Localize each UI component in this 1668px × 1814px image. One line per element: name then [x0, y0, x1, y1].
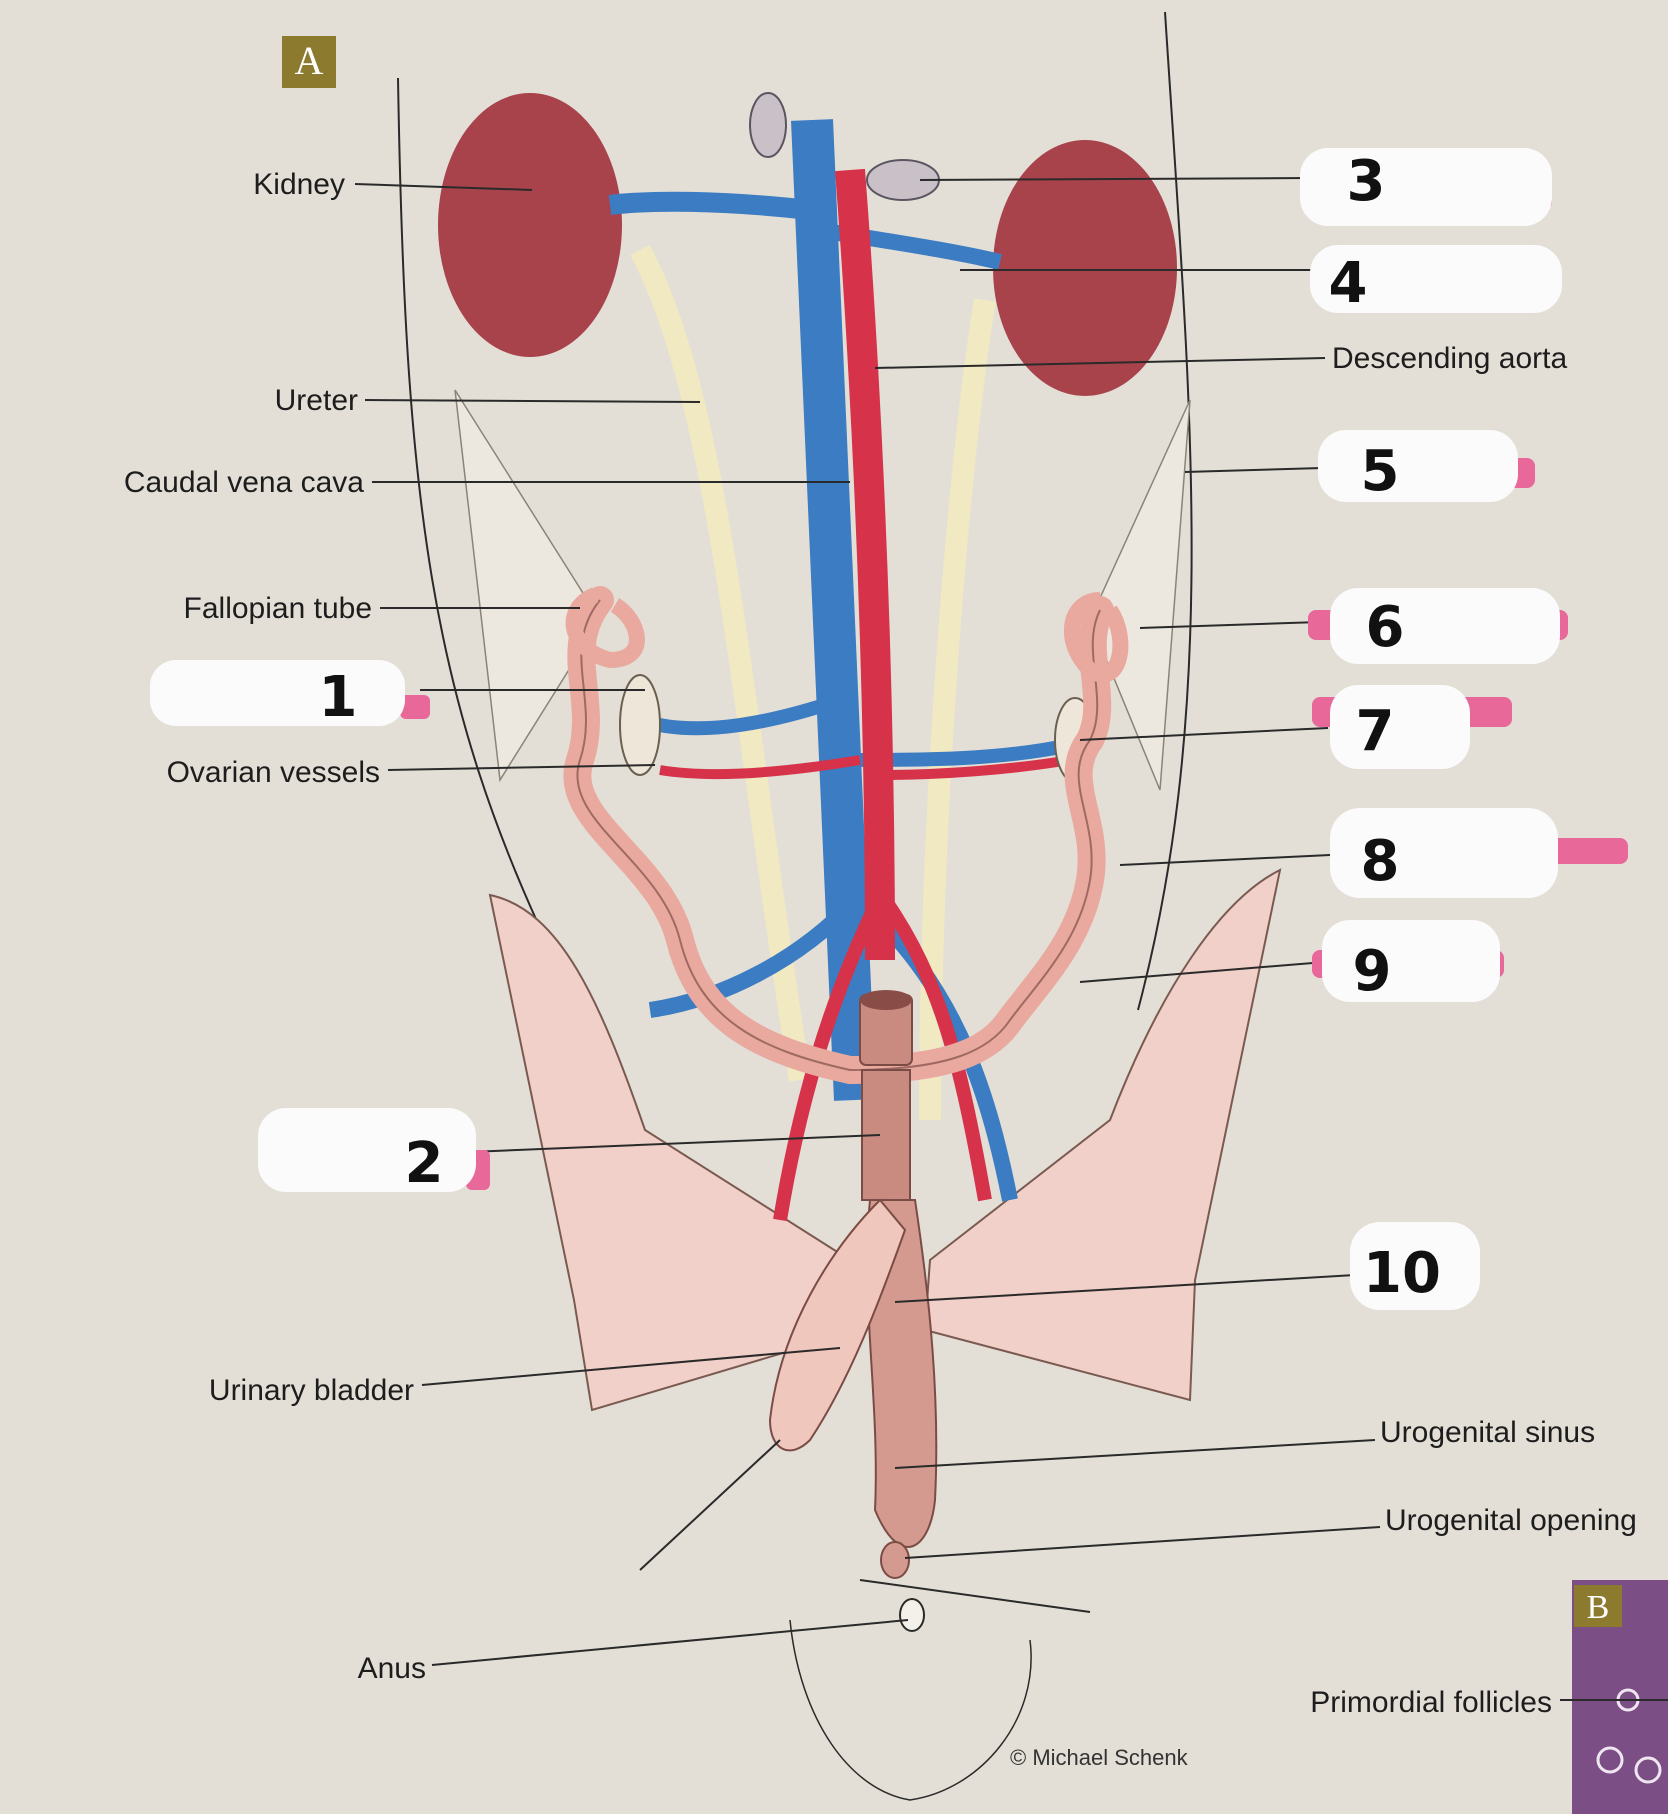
ovarian-artery-left — [659, 755, 861, 780]
pelvic-edge — [859, 1579, 1091, 1613]
mask-9 — [1322, 920, 1500, 1002]
pelvis-right — [923, 868, 1282, 1402]
leader-urogenital-sinus — [894, 1439, 1376, 1469]
copyright-text: © Michael Schenk — [1010, 1745, 1189, 1770]
iliac-vein-left — [648, 894, 861, 1018]
number-1: 1 — [319, 665, 358, 730]
urogenital-opening-shape — [880, 1541, 910, 1579]
renal-vein-left — [608, 191, 812, 220]
mask-3 — [1300, 148, 1552, 226]
fallopian-tube-left — [565, 587, 645, 669]
panel-a-letter: A — [295, 38, 324, 83]
cervix-opening — [860, 990, 912, 1010]
body-outline-left — [397, 77, 556, 961]
anus-shape — [899, 1598, 925, 1632]
mask-8 — [1330, 808, 1558, 898]
label-ureter: Ureter — [275, 384, 358, 417]
descending-aorta — [835, 168, 895, 961]
leader-anus — [431, 1619, 909, 1666]
fallopian-tube-right — [1064, 592, 1129, 683]
ureter-left — [630, 244, 811, 1082]
number-7: 7 — [1356, 699, 1395, 764]
label-urogenital-sinus: Urogenital sinus — [1380, 1416, 1595, 1449]
mask-4 — [1310, 245, 1562, 313]
caudal-vena-cava — [791, 119, 876, 1102]
urinary-bladder-shape — [768, 1198, 907, 1452]
follicle-2 — [1634, 1756, 1662, 1784]
label-fallopian-tube: Fallopian tube — [184, 592, 372, 625]
number-10: 10 — [1363, 1241, 1441, 1306]
tail-outline — [789, 1619, 1032, 1801]
mask-2 — [258, 1108, 476, 1192]
number-5: 5 — [1361, 439, 1400, 504]
mesentery-left — [454, 389, 601, 783]
label-caudal-vena-cava: Caudal vena cava — [124, 466, 364, 499]
mask-6 — [1330, 588, 1560, 664]
number-8: 8 — [1361, 829, 1400, 894]
number-3: 3 — [1347, 149, 1386, 214]
ovary-left — [619, 674, 661, 776]
panel-a-badge — [282, 36, 336, 88]
leader-ovarian-vessels — [387, 764, 656, 771]
follicle-1 — [1596, 1746, 1624, 1774]
panel-b-badge — [1574, 1585, 1622, 1627]
number-9: 9 — [1353, 939, 1392, 1004]
iliac-artery-right — [879, 896, 992, 1202]
ovarian-artery-right — [879, 755, 1071, 780]
leader-3 — [919, 177, 1311, 181]
leader-9 — [1079, 961, 1326, 983]
mask-10 — [1350, 1222, 1480, 1310]
leader-5 — [1184, 467, 1323, 473]
label-anus: Anus — [358, 1652, 426, 1685]
label-urogenital-opening: Urogenital opening — [1385, 1504, 1637, 1537]
label-kidney: Kidney — [253, 168, 345, 201]
mesentery-right — [1089, 399, 1191, 791]
mask-1 — [150, 660, 405, 726]
panel-b-letter: B — [1587, 1589, 1610, 1626]
body-outline-right — [1137, 11, 1193, 1011]
number-2: 2 — [405, 1131, 444, 1196]
ovarian-vein-left — [637, 693, 843, 736]
tab-1 — [400, 695, 430, 719]
mask-5 — [1318, 430, 1518, 502]
leader-kidney — [354, 183, 533, 191]
adrenal-gland-left — [749, 92, 787, 158]
kidney-right — [993, 140, 1177, 396]
leader-2 — [469, 1134, 881, 1153]
number-6: 6 — [1366, 595, 1405, 660]
label-primordial-follicles: Primordial follicles — [1310, 1686, 1552, 1719]
leader-10 — [894, 1274, 1356, 1303]
kidney-left — [438, 93, 622, 357]
leader-8 — [1119, 854, 1331, 866]
number-4: 4 — [1329, 251, 1368, 316]
label-ovarian-vessels: Ovarian vessels — [167, 756, 380, 789]
leader-descending-aorta — [874, 357, 1326, 369]
label-urinary-bladder: Urinary bladder — [209, 1374, 414, 1407]
leader-6 — [1139, 621, 1321, 629]
leader-urogenital-opening — [904, 1526, 1381, 1559]
leader-7 — [1079, 727, 1329, 741]
leader-urinary-bladder — [421, 1347, 841, 1386]
uterine-horns-outline — [576, 599, 1101, 1072]
bladder-probe — [639, 1439, 781, 1571]
mask-7 — [1330, 685, 1470, 769]
pelvis-left — [488, 893, 862, 1412]
leader-ureter — [364, 399, 701, 403]
label-descending-aorta: Descending aorta — [1332, 342, 1567, 375]
